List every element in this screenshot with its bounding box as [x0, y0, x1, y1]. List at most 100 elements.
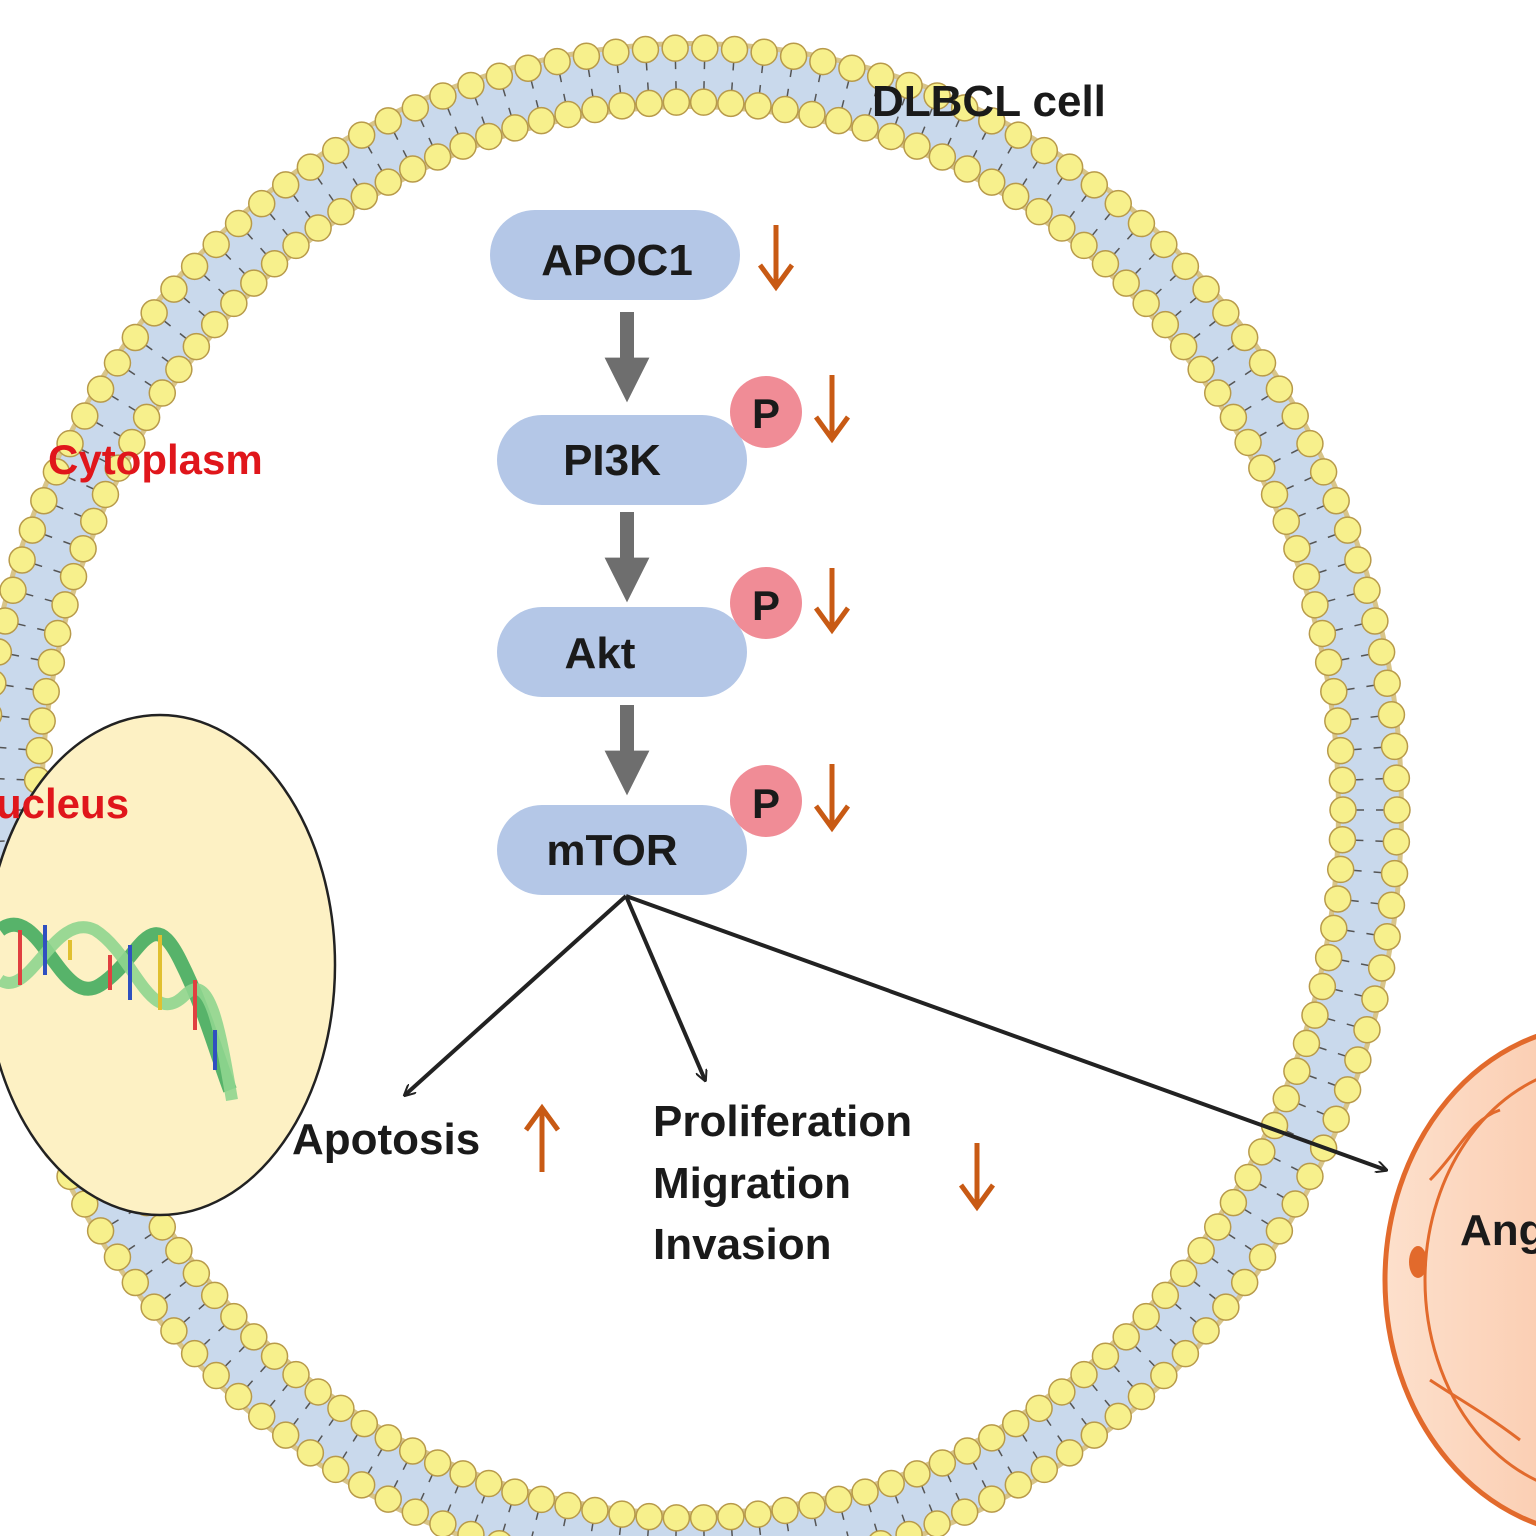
lipid-head	[720, 35, 749, 64]
lipid-head	[374, 107, 402, 135]
lipid-head	[8, 546, 36, 574]
lipid-head	[1383, 796, 1411, 824]
lipid-head	[1281, 1190, 1309, 1218]
lipid-head	[1308, 972, 1337, 1001]
lipid-head	[1234, 428, 1262, 457]
lipid-head	[1187, 1236, 1215, 1265]
lipid-head	[282, 1360, 310, 1389]
lipid-head	[1260, 480, 1289, 509]
lipid-head	[851, 1478, 879, 1506]
lipid-head	[1272, 507, 1300, 536]
lipid-head	[1192, 1317, 1220, 1345]
lipid-head	[851, 114, 879, 142]
lipid-head	[224, 209, 253, 238]
lipid-head	[1248, 1243, 1277, 1271]
dna-helix-icon	[0, 917, 238, 1102]
lipid-head	[71, 402, 99, 430]
pathway-node-akt: Akt P	[497, 567, 851, 697]
lipid-head	[978, 1485, 1006, 1513]
lipid-head	[327, 197, 355, 226]
lipid-head	[429, 1510, 457, 1536]
lipid-head	[1248, 349, 1277, 377]
lipid-head	[689, 88, 718, 116]
lipid-head	[608, 92, 636, 120]
lipid-head	[86, 1217, 115, 1245]
lipid-head	[744, 1500, 772, 1528]
trend-down-arrow-icon	[813, 568, 851, 635]
lipid-head	[866, 62, 895, 90]
lipid-head	[1328, 825, 1357, 854]
trend-down-arrow-icon	[958, 1143, 996, 1212]
lipid-head	[30, 487, 58, 515]
lipid-head	[953, 1437, 982, 1465]
lipid-head	[1070, 231, 1098, 260]
lipid-head	[903, 1460, 931, 1488]
lipid-head	[877, 122, 905, 151]
lipid-head	[1265, 1217, 1294, 1245]
trend-down-arrow-icon	[813, 375, 851, 444]
lipid-head	[1151, 310, 1180, 339]
lipid-head	[1367, 954, 1396, 982]
lipid-head	[132, 403, 161, 432]
lipid-head	[347, 1471, 376, 1499]
lipid-head	[527, 106, 556, 135]
lipid-head	[398, 1437, 427, 1465]
lipid-head	[1322, 1105, 1350, 1133]
lipid-head	[950, 94, 979, 122]
nucleus	[0, 713, 337, 1217]
lipid-head	[182, 1259, 211, 1288]
lipid-head	[103, 349, 132, 377]
lipid-head	[1377, 700, 1406, 729]
lipid-head	[903, 132, 931, 160]
pathway-node-mtor: mTOR P	[497, 764, 851, 895]
nucleus-label: ucleus	[0, 780, 129, 827]
lipid-head	[1344, 546, 1372, 574]
lipid-head	[1112, 269, 1140, 297]
lipid-head	[200, 310, 229, 339]
lipid-head	[423, 143, 452, 171]
lipid-head	[260, 250, 289, 278]
lipid-tail	[531, 1531, 534, 1536]
lipid-head	[160, 1317, 188, 1345]
lipid-head	[56, 429, 84, 458]
lipid-head	[877, 1469, 905, 1498]
phospho-label: P	[752, 582, 780, 629]
lipid-head	[0, 607, 19, 635]
lipid-head	[1281, 402, 1309, 430]
lipid-head	[1048, 214, 1076, 242]
lipid-head	[950, 1498, 979, 1526]
lipid-head	[572, 42, 601, 70]
lipid-head	[271, 1421, 300, 1449]
lipid-head	[1169, 332, 1198, 361]
lipid-head	[1171, 252, 1200, 281]
phospho-badge	[730, 567, 802, 639]
lipid-head	[165, 355, 193, 384]
lipid-head	[457, 1520, 485, 1536]
lipid-head	[1248, 454, 1276, 482]
lipid-head	[978, 107, 1006, 135]
lipid-head	[1070, 1360, 1098, 1389]
lipid-tail	[0, 840, 5, 842]
lipid-head	[1132, 289, 1160, 318]
lipid-head	[798, 100, 826, 129]
lipid-head	[1150, 1361, 1178, 1390]
lipid-head	[1301, 591, 1329, 619]
lipid-head	[978, 1424, 1006, 1452]
lipid-head	[824, 106, 853, 135]
trend-up-arrow-icon	[523, 1103, 561, 1172]
lipid-head	[140, 299, 168, 327]
lipid-head	[1025, 197, 1053, 226]
lipid-head	[543, 47, 571, 76]
lipid-head	[282, 231, 310, 260]
lipid-head	[180, 1339, 209, 1368]
invasion-label: Invasion	[653, 1220, 832, 1269]
lipid-head	[423, 1449, 452, 1477]
lipid-head	[581, 1496, 609, 1525]
lipid-head	[401, 94, 430, 122]
lipid-head	[321, 1455, 350, 1484]
cell-membrane	[0, 34, 1411, 1536]
lipid-head	[1301, 1001, 1329, 1029]
node-label: PI3K	[563, 436, 661, 485]
lipid-head	[1203, 1213, 1232, 1241]
lipid-head	[1329, 796, 1357, 824]
